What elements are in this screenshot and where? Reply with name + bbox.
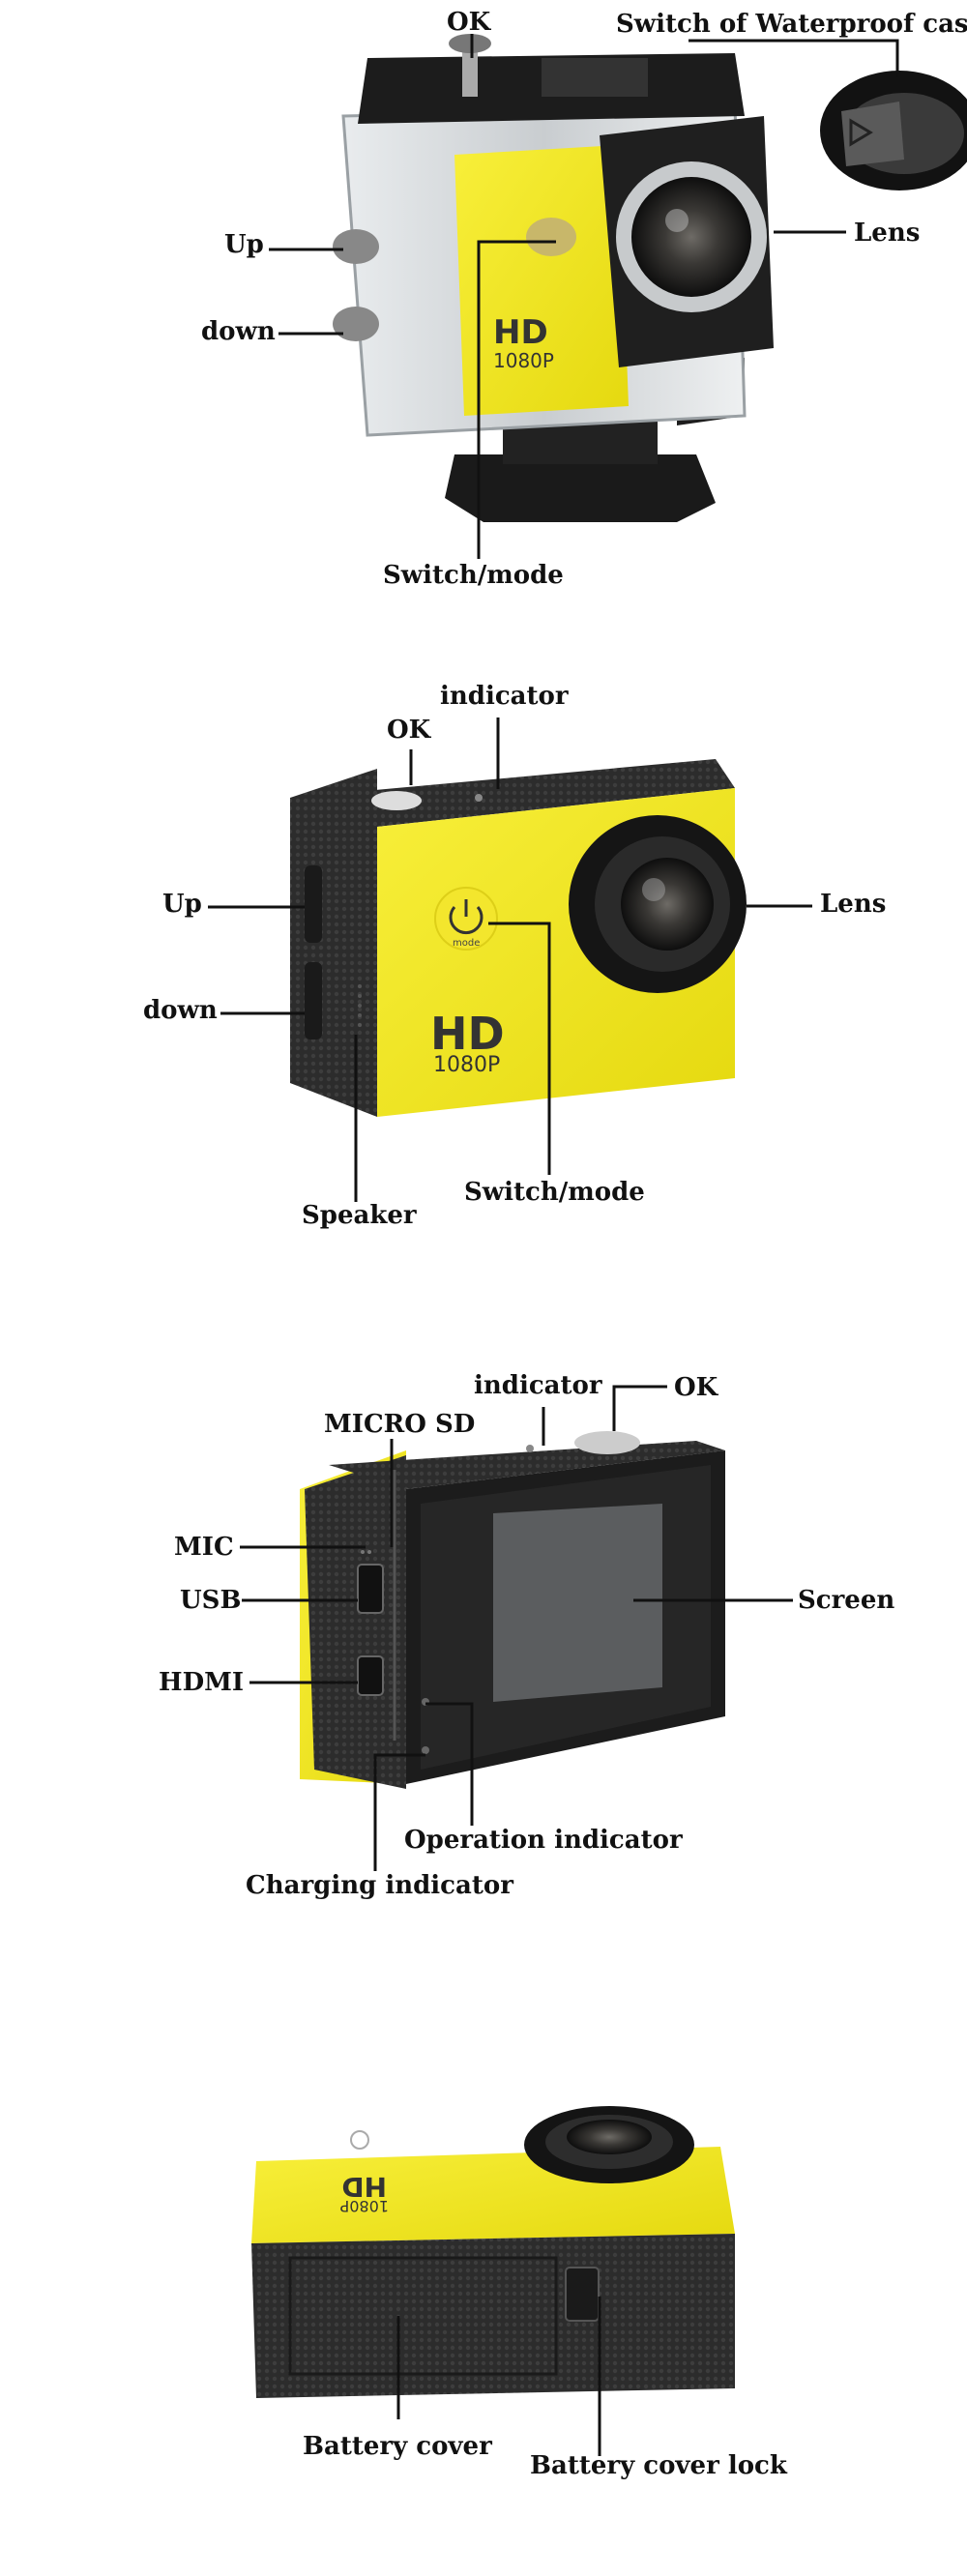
p3-charging-indicator-label: Charging indicator	[246, 1871, 513, 1900]
p3-operation-indicator-label: Operation indicator	[404, 1826, 683, 1855]
p3-indicator-label: indicator	[474, 1371, 602, 1400]
p2-switch-mode-label: Switch/mode	[464, 1178, 645, 1207]
p3-hdmi-label: HDMI	[159, 1668, 245, 1697]
case-res-mark: 1080P	[493, 349, 554, 372]
p1-switch-case-label: Switch of Waterproof case	[616, 10, 967, 39]
p1-switch-mode-label: Switch/mode	[383, 561, 564, 590]
waterproof-case-camera: HD 1080P	[333, 34, 967, 522]
bottom-res-mark: 1080P	[339, 2197, 389, 2215]
p2-ok-label: OK	[387, 716, 431, 745]
p2-speaker-label: Speaker	[302, 1201, 417, 1230]
front-res-mark: 1080P	[433, 1053, 500, 1077]
p3-screen-label: Screen	[798, 1586, 895, 1615]
p3-ok-label: OK	[674, 1373, 718, 1402]
mode-button-text: mode	[453, 938, 480, 949]
panel2-leader-lines	[208, 717, 812, 1202]
p3-micro-sd-label: MICRO SD	[324, 1410, 476, 1439]
p1-ok-label: OK	[447, 8, 491, 37]
panel3-leader-lines	[240, 1385, 793, 1871]
camera-back	[300, 1431, 725, 1789]
p1-up-label: Up	[224, 230, 264, 259]
camera-bottom: HD 1080P	[251, 2106, 735, 2398]
front-hd-mark: HD	[430, 1008, 505, 1060]
p1-lens-label: Lens	[854, 219, 921, 248]
p3-usb-label: USB	[180, 1586, 242, 1615]
p4-battery-cover-lock-label: Battery cover lock	[530, 2451, 787, 2480]
p1-down-label: down	[201, 317, 276, 346]
p4-battery-cover-label: Battery cover	[303, 2432, 492, 2461]
case-hd-mark: HD	[493, 313, 548, 352]
p2-lens-label: Lens	[820, 890, 887, 919]
bottom-hd-mark: HD	[341, 2171, 387, 2203]
bare-camera-front: mode HD 1080P	[290, 759, 747, 1117]
panel1-leader-lines	[269, 34, 899, 559]
p2-indicator-label: indicator	[440, 682, 569, 711]
p3-mic-label: MIC	[174, 1533, 234, 1562]
panel4-leader-lines	[396, 2297, 601, 2456]
p2-down-label: down	[143, 996, 218, 1025]
p2-up-label: Up	[162, 890, 202, 919]
